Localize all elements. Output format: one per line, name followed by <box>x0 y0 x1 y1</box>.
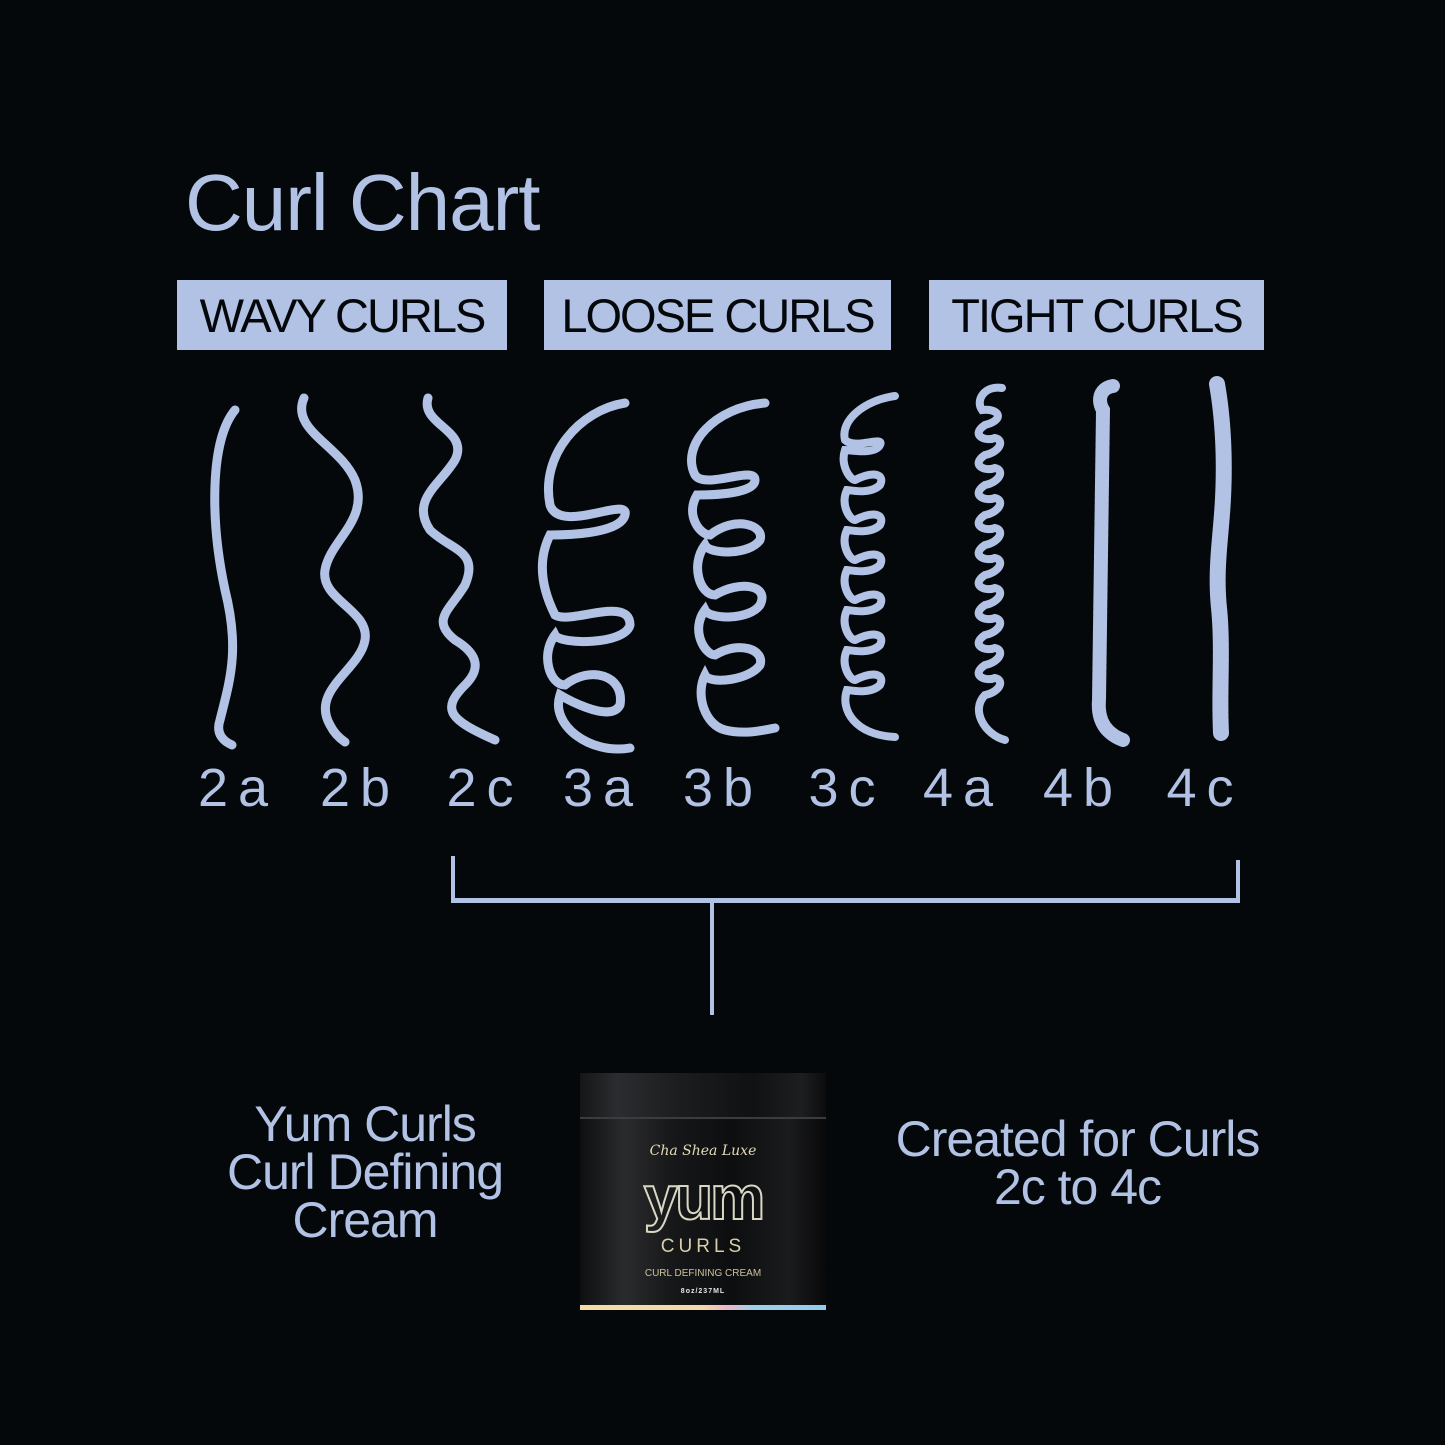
jar-description: CURL DEFINING CREAM <box>644 1268 762 1279</box>
product-name-line-3: Cream <box>292 1192 438 1248</box>
curl-label-2a: 2a <box>197 758 279 818</box>
jar-body <box>580 1119 826 1305</box>
curl-label-4c: 4c <box>1166 758 1244 818</box>
product-name-text: Yum Curls Curl Defining Cream <box>190 1096 540 1248</box>
curl-4a-icon <box>974 383 1009 744</box>
curl-4c-icon <box>1209 376 1232 741</box>
curl-label-3a: 3a <box>562 758 644 818</box>
curl-2a-icon <box>210 405 240 750</box>
chart-title: Curl Chart <box>185 158 541 247</box>
bracket-left-tick <box>451 856 455 903</box>
category-wavy-curls: WAVY CURLS <box>177 280 507 350</box>
product-name-line-2: Curl Defining <box>226 1144 504 1200</box>
jar-brand: Cha Shea Luxe <box>649 1143 757 1159</box>
jar-line-name: CURLS <box>660 1236 746 1257</box>
curl-label-2b: 2b <box>319 758 401 818</box>
curl-4b-icon <box>1091 379 1130 747</box>
product-name-line-1: Yum Curls <box>254 1096 477 1152</box>
curl-2c-icon <box>418 393 500 745</box>
curl-label-4a: 4a <box>922 758 1004 818</box>
jar-size: 8oz/237ML <box>680 1288 726 1295</box>
jar-logo: yum <box>643 1164 766 1233</box>
bracket-right-tick <box>1236 860 1240 903</box>
curl-label-3b: 3b <box>682 758 764 818</box>
jar-lid <box>580 1073 826 1119</box>
category-tight-curls: TIGHT CURLS <box>929 280 1264 350</box>
product-range-text: Created for Curls 2c to 4c <box>870 1111 1285 1215</box>
curl-3b-icon <box>687 398 780 737</box>
curl-2b-icon <box>297 393 370 747</box>
category-loose-curls: LOOSE CURLS <box>544 280 891 350</box>
curl-label-3c: 3c <box>808 758 886 818</box>
product-range-line-1: Created for Curls <box>895 1111 1261 1167</box>
curl-3c-icon <box>839 392 899 741</box>
curl-label-4b: 4b <box>1042 758 1124 818</box>
bracket-bar <box>451 898 1240 903</box>
jar-gradient-band <box>580 1305 826 1310</box>
bracket-stem <box>710 903 714 1015</box>
curl-label-2c: 2c <box>446 758 524 818</box>
product-range-line-2: 2c to 4c <box>993 1159 1162 1215</box>
product-jar-image: Cha Shea Luxe yum CURLS CURL DEFINING CR… <box>580 1073 826 1310</box>
curl-3a-icon <box>537 398 635 754</box>
